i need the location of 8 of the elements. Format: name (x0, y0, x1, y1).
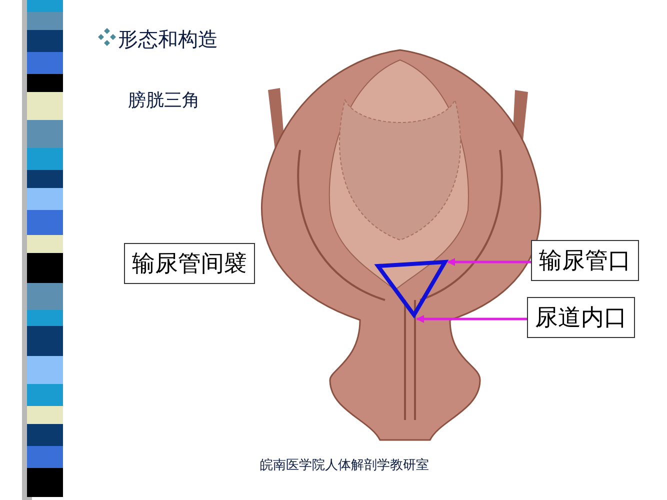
slide-title: 形态和构造 (118, 26, 218, 53)
arrow (447, 258, 531, 266)
footer-text: 皖南医学院人体解剖学教研室 (260, 457, 429, 474)
label-box: 尿道内口 (527, 297, 635, 338)
label-box: 输尿管口 (531, 240, 639, 281)
subheading: 膀胱三角 (128, 89, 200, 112)
label-box: 输尿管间襞 (124, 243, 255, 284)
arrow (416, 315, 527, 323)
